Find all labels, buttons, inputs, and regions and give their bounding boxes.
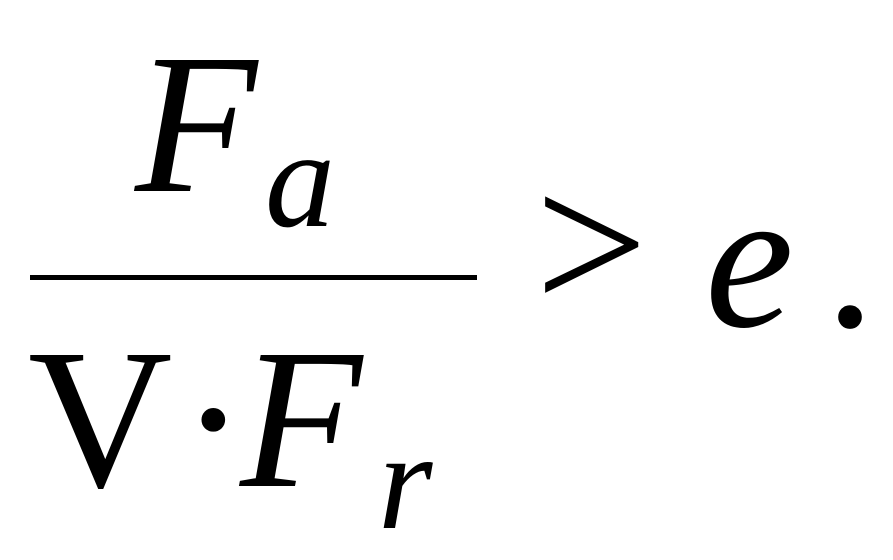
numerator-subscript-a: a <box>265 102 335 257</box>
denominator-F: F <box>240 309 363 530</box>
rhs-e: e <box>705 149 794 370</box>
numerator-F: F <box>135 14 258 235</box>
greater-than-sign: > <box>535 134 648 355</box>
denominator-V: V <box>28 309 173 530</box>
period: . <box>825 149 875 370</box>
fraction-bar <box>30 275 477 280</box>
denominator-subscript-r: r <box>378 404 433 559</box>
multiplication-dot: · <box>180 309 247 530</box>
